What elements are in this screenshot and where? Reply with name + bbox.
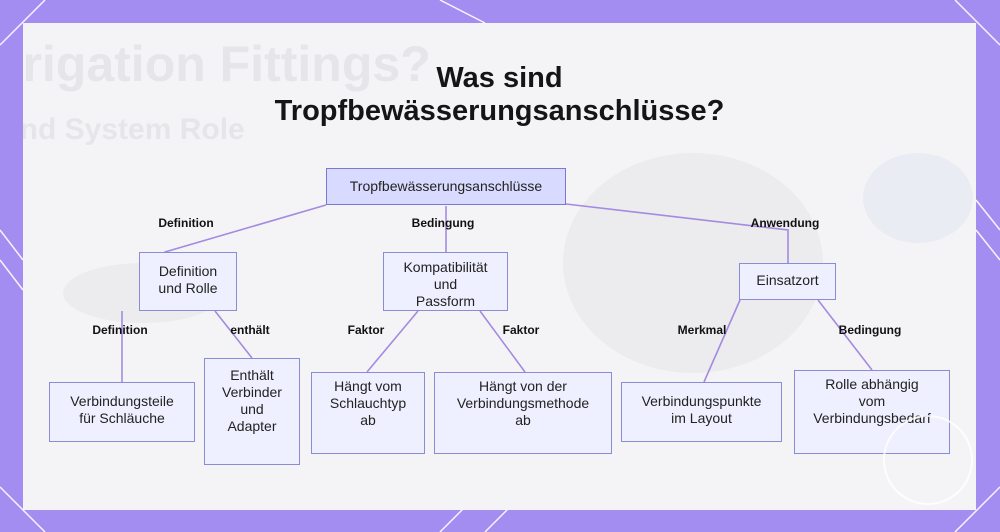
background-ghost-heading: rrigation Fittings? (23, 36, 431, 92)
background-fitting-shape (863, 153, 973, 243)
node-line: Verbinder (222, 384, 282, 400)
edge-label-definition: Definition (158, 216, 214, 230)
node-line: Verbindungsmethode (456, 395, 590, 411)
edge-label-faktor-1: Faktor (347, 323, 385, 337)
page-title: Was sind Tropfbewässerungsanschlüsse? (23, 62, 976, 128)
watermark-logo (883, 415, 973, 505)
root-node: Tropfbewässerungsanschlüsse (326, 168, 566, 205)
node-line: für Schläuche (79, 410, 165, 426)
node-line: Enthält (230, 367, 274, 383)
node-line: Kompatibilität (403, 259, 488, 275)
node-line: und (240, 401, 264, 417)
node-line: Einsatzort (756, 272, 819, 288)
node-line: Verbindungsbedarf (813, 410, 931, 426)
usage-location-node: Einsatzort (739, 263, 836, 300)
node-line: Hängt von der (479, 378, 567, 394)
node-line: Passform (415, 293, 476, 309)
node-line: Verbindungspunkte (641, 393, 762, 409)
node-line: im Layout (671, 410, 732, 426)
node-line: vom (858, 393, 886, 409)
title-line-1: Was sind (436, 62, 563, 94)
node-line: Adapter (227, 418, 277, 434)
background-ghost-subheading: and System Role (23, 113, 245, 146)
edge-label-bedingung-2: Bedingung (838, 323, 902, 337)
node-line: Schlauchtyp (329, 395, 407, 411)
edge-label-faktor-2: Faktor (502, 323, 540, 337)
edge-label-enthaelt: enthält (230, 323, 270, 337)
node-line: Hängt vom (334, 378, 402, 394)
node-line: Verbindungsteile (70, 393, 174, 409)
edge-label-definition-2: Definition (92, 323, 148, 337)
edge-label-merkmal: Merkmal (677, 323, 727, 337)
node-line: ab (515, 412, 531, 428)
node-line: Definition (158, 263, 218, 279)
node-line: und Rolle (158, 280, 218, 296)
root-node-label: Tropfbewässerungsanschlüsse (349, 178, 543, 194)
node-line: und (433, 276, 458, 292)
node-line: ab (360, 412, 376, 428)
edge-label-bedingung: Bedingung (411, 216, 475, 230)
edge-label-anwendung: Anwendung (750, 216, 820, 230)
title-line-2: Tropfbewässerungsanschlüsse? (274, 95, 725, 127)
node-line: Rolle abhängig (825, 376, 919, 392)
